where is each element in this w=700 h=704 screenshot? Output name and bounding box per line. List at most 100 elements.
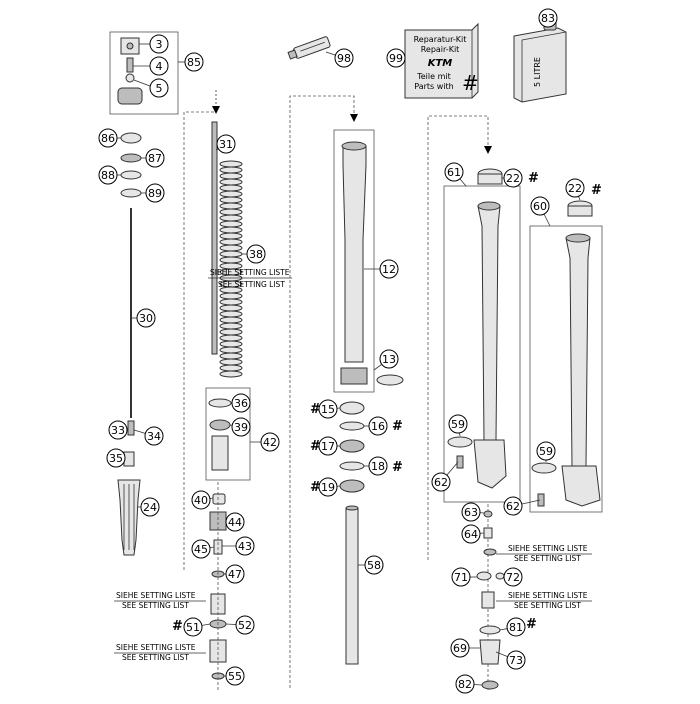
callout-number-34: 34 (147, 430, 161, 443)
kit-line-2: Repair-Kit (421, 45, 460, 54)
spring-coil (219, 208, 243, 216)
spring-coil (219, 346, 243, 354)
callout-circle-62a (431, 472, 451, 492)
callout-number-52: 52 (238, 619, 252, 632)
callout-circle-19 (318, 477, 338, 497)
callout-circle-18 (368, 456, 388, 476)
spring-coil (219, 310, 243, 318)
part-59-oring-a (447, 436, 473, 448)
callout-number-40: 40 (194, 494, 208, 507)
callout-circle-72 (503, 567, 523, 587)
kit-line-3: Teile mit (416, 72, 451, 81)
part-5-nut (117, 87, 143, 105)
part-88-washer (120, 170, 142, 180)
callout-number-5: 5 (156, 82, 163, 95)
part-82-seal (481, 680, 499, 690)
spring-coil (219, 256, 243, 264)
callout-number-59a: 59 (451, 418, 465, 431)
callout-number-71: 71 (454, 571, 468, 584)
callout-circle-87 (145, 148, 165, 168)
part-58-inner-tube (345, 507, 359, 665)
part-71-washer (476, 571, 492, 581)
spring-coil (219, 226, 243, 234)
spring-coil (219, 298, 243, 306)
right-note2-de: SIEHE SETTING LISTE (508, 591, 588, 600)
callout-circle-22a (503, 168, 523, 188)
callout-number-19: 19 (321, 481, 335, 494)
callout-number-62b: 62 (506, 500, 520, 513)
detail-box-12 (333, 129, 375, 393)
part-62-screw-b (537, 493, 545, 507)
callout-circle-12 (379, 259, 399, 279)
spring-note-en: SEE SETTING LIST (218, 280, 285, 289)
part-12-base (340, 367, 368, 385)
part-83-oil-can: 5 LITRE (513, 17, 567, 103)
callout-circle-52 (235, 615, 255, 635)
callout-number-98: 98 (337, 52, 351, 65)
can-label: 5 LITRE (533, 57, 542, 87)
callout-circle-85 (184, 52, 204, 72)
part-60-axle-clamp (561, 465, 601, 507)
callout-circle-63 (461, 502, 481, 522)
callout-circle-44 (225, 512, 245, 532)
spring-coil (219, 166, 243, 174)
spring-coil (219, 370, 243, 378)
callout-number-82: 82 (458, 678, 472, 691)
part-15-bushing (339, 401, 365, 415)
spring-coil (219, 328, 243, 336)
callout-number-59b: 59 (539, 445, 553, 458)
callout-number-35: 35 (109, 452, 123, 465)
part-63-washer (483, 510, 493, 518)
callout-circle-16 (368, 416, 388, 436)
shim2-note-en: SEE SETTING LIST (122, 653, 189, 662)
callout-number-99: 99 (389, 52, 403, 65)
callout-circle-24 (140, 497, 160, 517)
callout-circle-3 (149, 34, 169, 54)
right-note1-de: SIEHE SETTING LISTE (508, 544, 588, 553)
callout-number-86: 86 (101, 132, 115, 145)
spring-coil (219, 364, 243, 372)
callout-number-85: 85 (187, 56, 201, 69)
hash-17: # (310, 439, 321, 454)
callout-circle-36 (231, 393, 251, 413)
spring-coil (219, 322, 243, 330)
spring-coil (219, 316, 243, 324)
part-73-valve (479, 639, 501, 665)
callout-circle-82 (455, 674, 475, 694)
spring-coil (219, 238, 243, 246)
spring-coil (219, 250, 243, 258)
part-19-wiper (339, 479, 365, 493)
callout-circle-71 (451, 567, 471, 587)
callout-circle-62b (503, 496, 523, 516)
callout-circle-38 (246, 244, 266, 264)
callout-number-39: 39 (234, 421, 248, 434)
detail-box-61 (443, 185, 521, 503)
callout-circle-13 (379, 349, 399, 369)
part-40-cap (212, 493, 226, 505)
callout-number-22b: 22 (568, 182, 582, 195)
assembly-path-1 (183, 111, 216, 570)
kit-line-1: Reparatur-Kit (414, 35, 467, 44)
callout-circle-89 (145, 183, 165, 203)
callout-number-51: 51 (186, 621, 200, 634)
callout-circle-59b (536, 441, 556, 461)
spring-coil (219, 196, 243, 204)
shim-stack-right (481, 591, 495, 609)
callout-number-22a: 22 (506, 172, 520, 185)
callout-circle-43 (235, 536, 255, 556)
callout-number-72: 72 (506, 571, 520, 584)
hash-22b: # (591, 183, 602, 198)
callout-circle-69 (450, 638, 470, 658)
spring-note-de: SIEHE SETTING LISTE (210, 268, 290, 277)
assembly-path-3 (427, 115, 489, 560)
hash-81: # (526, 617, 537, 632)
kit-brand-logo: KTM (428, 58, 453, 69)
callout-circle-34 (144, 426, 164, 446)
callout-circle-98 (334, 48, 354, 68)
callout-number-43: 43 (238, 540, 252, 553)
part-42-piston (211, 435, 229, 471)
callout-circle-17 (318, 436, 338, 456)
callout-number-15: 15 (321, 403, 335, 416)
part-87-washer (120, 153, 142, 163)
